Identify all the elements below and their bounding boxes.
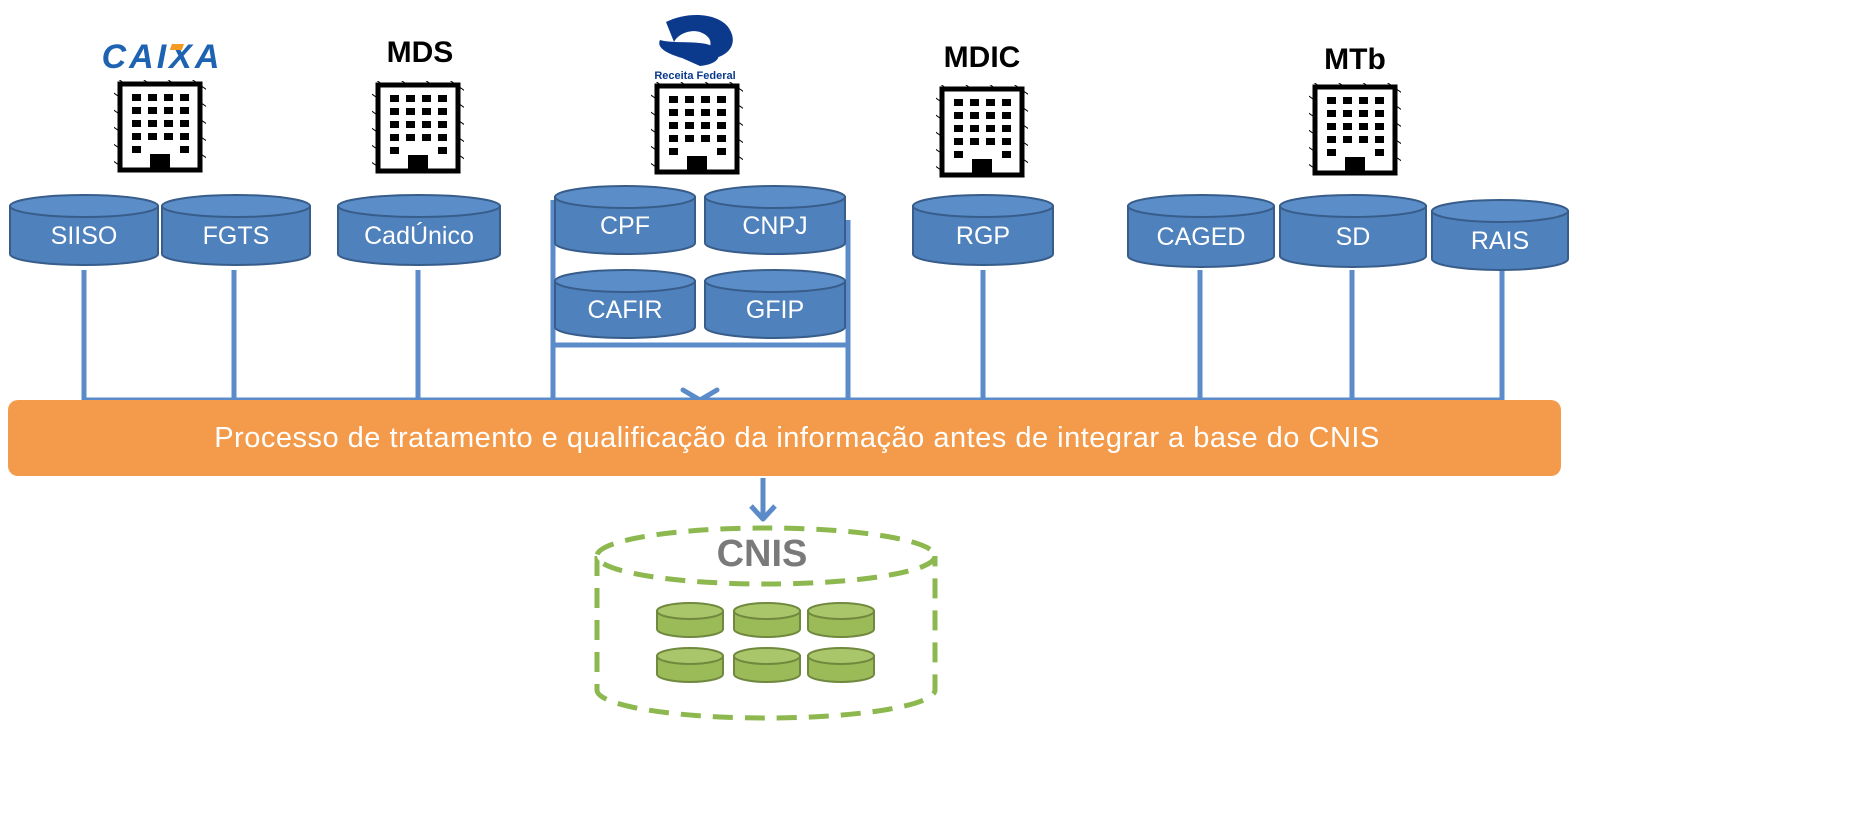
building-icon [372, 81, 464, 173]
database-cadunico: CadÚnico [337, 194, 501, 266]
org-mtb: MTb [1309, 43, 1401, 175]
database-cylinder-top [337, 194, 501, 218]
cnis-cell-icon [807, 647, 875, 683]
org-receita-label: Receita Federal [654, 70, 735, 82]
database-label: RAIS [1471, 227, 1529, 255]
database-label: RGP [956, 222, 1010, 250]
database-label: CNPJ [742, 212, 807, 240]
database-label: FGTS [203, 222, 270, 250]
database-label: CAGED [1157, 223, 1246, 251]
org-caixa-logo: CAIXA [102, 38, 223, 76]
database-cylinder-body [161, 205, 311, 266]
database-fgts: FGTS [161, 194, 311, 266]
database-cylinder-body [9, 205, 159, 266]
org-mdic: MDIC [936, 41, 1028, 177]
cnis-cell-icon [733, 647, 801, 683]
building-icon [936, 85, 1028, 177]
org-caixa: CAIXA [102, 38, 223, 172]
database-cylinder-body [554, 280, 696, 339]
database-cafir: CAFIR [554, 269, 696, 339]
database-cylinder-body [1431, 210, 1569, 271]
down-arrow-icon [749, 478, 777, 522]
org-receita: Receita Federal [651, 15, 743, 174]
cnis-cell-icon [656, 602, 724, 638]
database-cylinder-top [704, 269, 846, 293]
database-cylinder-body [337, 205, 501, 266]
cnis-label: CNIS [717, 533, 808, 575]
org-mdic-label: MDIC [944, 41, 1021, 74]
database-label: CPF [600, 212, 650, 240]
database-cylinder-top [1431, 199, 1569, 223]
database-cpf: CPF [554, 185, 696, 255]
building-icon [1309, 83, 1401, 175]
building-icon [114, 80, 206, 172]
cnis-cells [656, 602, 875, 683]
cnis-cell-icon [807, 602, 875, 638]
cnis-cell-icon [656, 647, 724, 683]
database-rgp: RGP [912, 194, 1054, 266]
database-label: SIISO [51, 222, 118, 250]
database-rais: RAIS [1431, 199, 1569, 271]
cnis-cell-icon [733, 602, 801, 638]
database-cylinder-top [912, 194, 1054, 218]
org-mds: MDS [372, 36, 464, 173]
database-cylinder-body [554, 196, 696, 255]
database-cylinder-body [912, 205, 1054, 266]
org-mtb-label: MTb [1324, 43, 1386, 76]
receita-federal-logo-icon: Receita Federal [654, 15, 736, 82]
database-cylinder-top [554, 269, 696, 293]
database-layer: SIISO FGTS CadÚnico CPF CNPJ CAFIR GFIP RGP CAGE… [9, 185, 1569, 339]
process-bar-label: Processo de tratamento e qualificação da… [214, 422, 1380, 454]
process-bar: Processo de tratamento e qualificação da… [8, 400, 1561, 476]
database-label: CadÚnico [364, 221, 474, 250]
database-cylinder-body [1279, 205, 1427, 268]
database-gfip: GFIP [704, 269, 846, 339]
cnis-database: CNIS [594, 525, 938, 721]
database-sd: SD [1279, 194, 1427, 268]
database-cylinder-body [704, 196, 846, 255]
database-cylinder-body [704, 280, 846, 339]
database-cylinder-top [554, 185, 696, 209]
receita-bracket [550, 342, 851, 350]
database-caged: CAGED [1127, 194, 1275, 268]
process-bar-shape [8, 400, 1561, 476]
database-label: SD [1336, 223, 1371, 251]
database-cnpj: CNPJ [704, 185, 846, 255]
caixa-x-accent [169, 44, 184, 50]
database-cylinder-body [1127, 205, 1275, 268]
cnis-cylinder-top [594, 525, 938, 587]
database-cylinder-top [1279, 194, 1427, 218]
database-label: CAFIR [588, 296, 663, 324]
database-cylinder-top [161, 194, 311, 218]
database-cylinder-top [9, 194, 159, 218]
database-label: GFIP [746, 296, 804, 324]
database-cylinder-top [704, 185, 846, 209]
database-cylinder-top [1127, 194, 1275, 218]
org-mds-label: MDS [387, 36, 454, 69]
database-siiso: SIISO [9, 194, 159, 266]
building-icon [651, 82, 743, 174]
